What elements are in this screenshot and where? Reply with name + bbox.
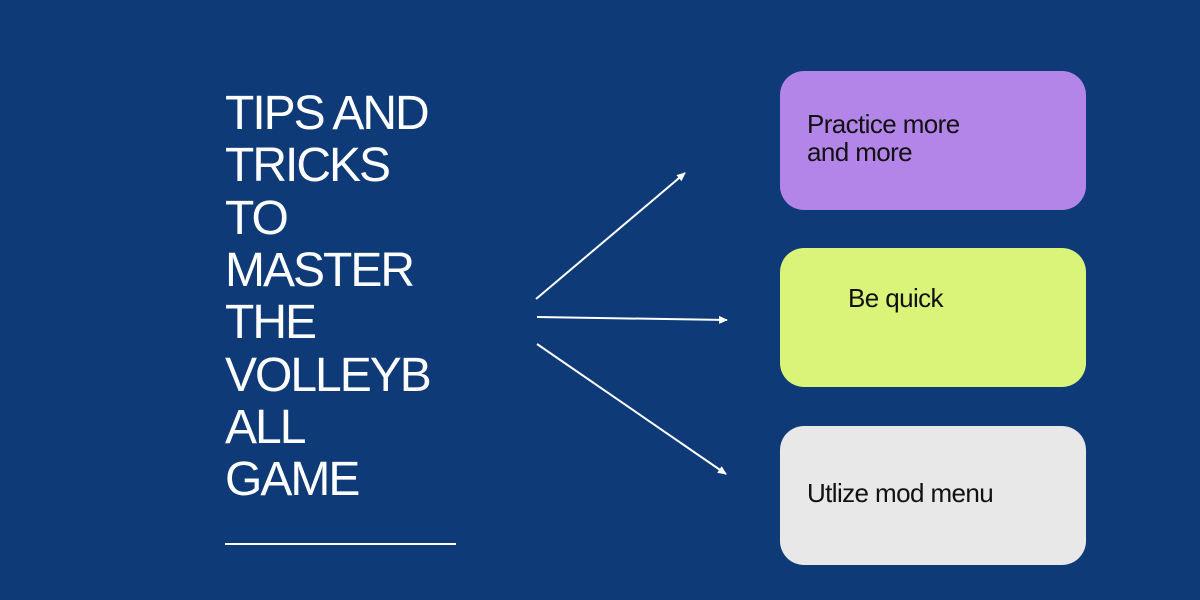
- title-line: TRICKS: [225, 139, 391, 192]
- card-quick: Be quick: [780, 248, 1086, 387]
- arrow-to-practice: [535, 172, 686, 300]
- card-practice-line: and more: [807, 137, 913, 167]
- title-line: GAME: [225, 453, 360, 506]
- title-line: VOLLEYB: [225, 349, 432, 402]
- title-line: THE: [225, 296, 317, 349]
- title-line: TO: [225, 192, 289, 245]
- title-underline: [225, 543, 456, 545]
- card-quick-line: Be quick: [848, 283, 944, 313]
- card-mod-menu-line: Utlize mod menu: [807, 478, 994, 508]
- card-practice-line: Practice more: [807, 109, 960, 139]
- card-mod-menu: Utlize mod menu: [780, 426, 1086, 565]
- title-line: TIPS AND: [225, 87, 430, 140]
- title-line: ALL: [225, 401, 306, 454]
- arrow-to-quick: [536, 315, 728, 324]
- arrow-to-mod-menu: [536, 343, 727, 475]
- title-line: MASTER: [225, 244, 415, 297]
- card-practice: Practice more and more: [780, 71, 1086, 210]
